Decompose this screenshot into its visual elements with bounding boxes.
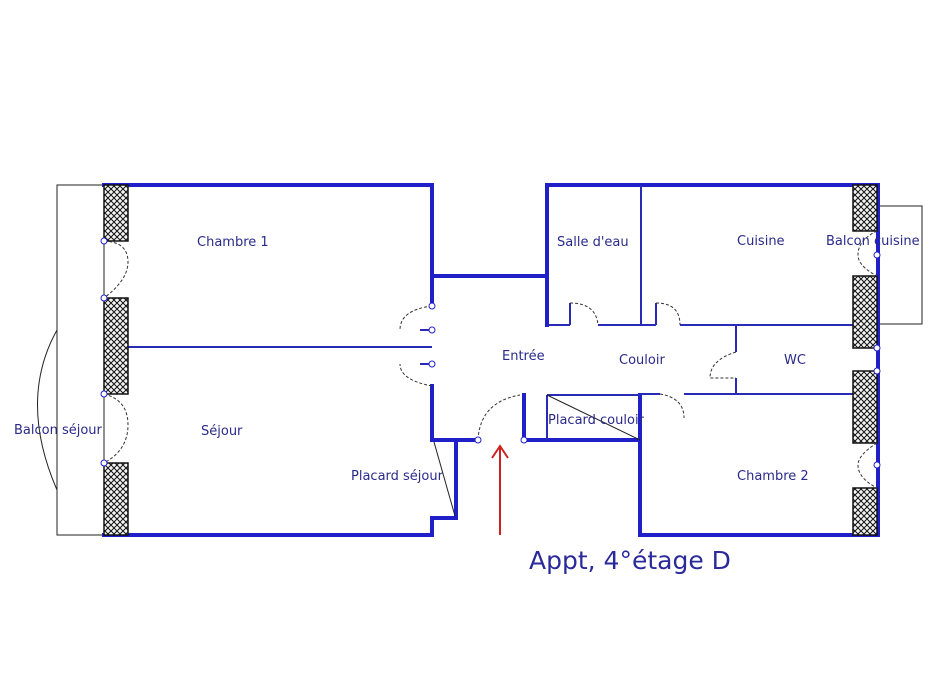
room-label-chambre1: Chambre 1 bbox=[197, 235, 269, 250]
room-label-sejour: Séjour bbox=[201, 424, 243, 439]
left-facade bbox=[103, 184, 129, 536]
door-swings bbox=[103, 230, 878, 489]
room-label-cuisine: Cuisine bbox=[737, 234, 785, 249]
entrance-arrow bbox=[491, 444, 509, 535]
hinge-dots bbox=[100, 237, 881, 469]
room-label-wc: WC bbox=[784, 353, 806, 368]
plan-title: Appt, 4°étage D bbox=[529, 546, 731, 575]
room-label-salle-eau: Salle d'eau bbox=[557, 235, 629, 250]
walls bbox=[102, 183, 880, 537]
room-label-placard-couloir: Placard couloir bbox=[548, 413, 645, 428]
balcony-living-outline bbox=[37, 184, 104, 536]
room-label-balcon-sejour: Balcon séjour bbox=[14, 423, 103, 438]
room-label-balcon-cuisine: Balcon cuisine bbox=[826, 234, 920, 249]
room-label-entree: Entrée bbox=[502, 349, 545, 364]
room-label-chambre2: Chambre 2 bbox=[737, 469, 809, 484]
balcony-kitchen-outline bbox=[877, 205, 923, 325]
room-label-placard-sejour: Placard séjour bbox=[351, 469, 444, 484]
room-label-couloir: Couloir bbox=[619, 353, 665, 368]
right-facade bbox=[852, 184, 878, 536]
